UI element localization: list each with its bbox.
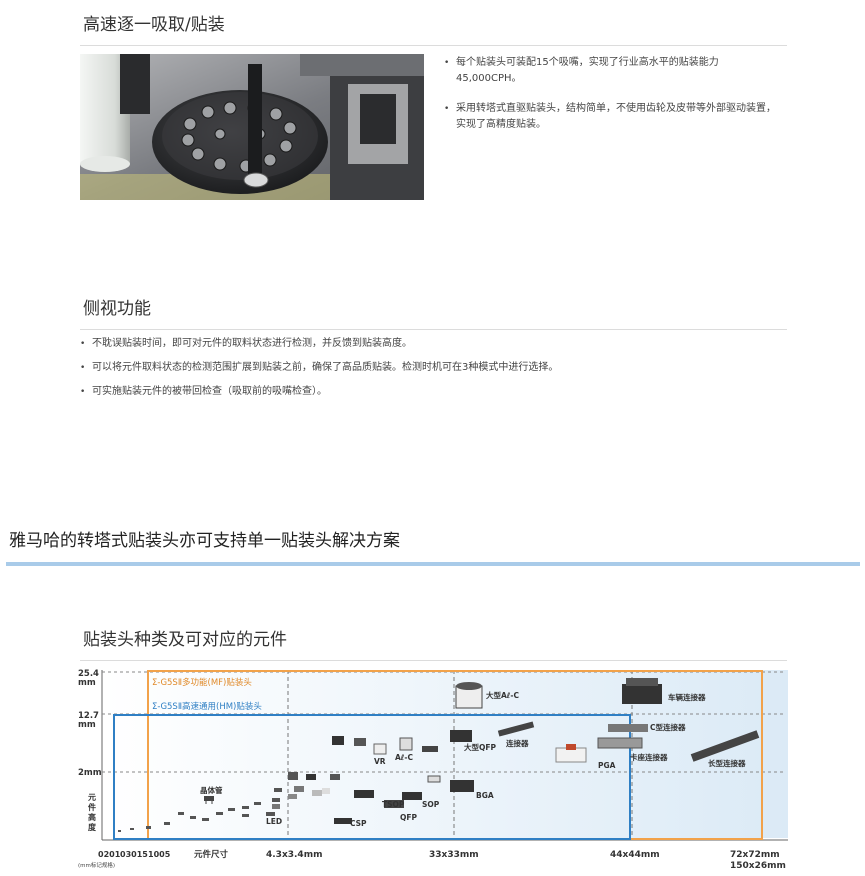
label-long-connector: 长型连接器 xyxy=(708,758,746,768)
label-qfp: QFP xyxy=(400,813,417,822)
list-item: 每个贴装头可装配15个吸嘴，实现了行业高水平的贴装能力45,000CPH。 xyxy=(444,55,784,87)
big-alc-icon xyxy=(455,682,483,709)
card-connector-icon xyxy=(597,737,643,749)
vr-alc-group xyxy=(288,736,438,799)
x-tick-4x3: 4.3x3.4mm xyxy=(266,850,322,860)
big-qfp-icon xyxy=(450,730,472,742)
plot-area xyxy=(102,670,788,838)
list-item: 可实施贴装元件的被带回检查（吸取前的吸嘴检查）。 xyxy=(80,384,780,400)
section-divider xyxy=(80,660,787,661)
label-alc: Aℓ-C xyxy=(395,753,413,762)
section-title-head-types: 贴装头种类及可对应的元件 xyxy=(83,630,287,650)
x-tick-03015: 03015 xyxy=(120,850,148,859)
section-divider xyxy=(80,329,787,330)
mounting-head-photo xyxy=(80,54,424,200)
small-chip-components xyxy=(118,788,282,832)
x-tick-33: 33x33mm xyxy=(429,850,479,860)
hm-legend-label: Σ-G5SⅡ高速通用(HM)贴装头 xyxy=(152,701,262,712)
hm-head-range xyxy=(113,714,631,840)
section-divider xyxy=(80,45,787,46)
x-tick-72: 72x72mm xyxy=(730,850,780,860)
list-item: 可以将元件取料状态的检测范围扩展到贴装之前，确保了高品质贴装。检测时机可在3种模… xyxy=(80,360,780,376)
component-coverage-diagram: Σ-G5SⅡ多功能(MF)贴装头 Σ-G5SⅡ高速通用(HM)贴装头 25.4 … xyxy=(78,662,790,872)
svg-text:件: 件 xyxy=(88,802,96,812)
label-led: LED xyxy=(266,817,282,826)
pga-icon xyxy=(555,744,587,763)
car-connector-icon xyxy=(622,678,662,704)
label-pga: PGA xyxy=(598,761,616,770)
connector-icon xyxy=(497,721,535,737)
ic-packages xyxy=(334,775,474,824)
list-item: 采用转塔式直驱贴装头，结构简单，不使用齿轮及皮带等外部驱动装置，实现了高精度贴装… xyxy=(444,101,784,133)
x-note: (mm标记规格) xyxy=(78,861,115,869)
banner-underline xyxy=(6,562,860,566)
svg-text:元: 元 xyxy=(88,793,96,802)
y-tick-2mm: 2mm xyxy=(78,768,102,778)
label-csp: CSP xyxy=(350,819,367,828)
led-icon xyxy=(272,804,280,809)
transistor-icon xyxy=(204,796,214,804)
label-connector: 连接器 xyxy=(506,738,529,748)
label-transistor: 晶体管 xyxy=(200,785,223,795)
y-tick-12-7: 12.7 xyxy=(78,711,99,721)
mf-legend-label: Σ-G5SⅡ多功能(MF)贴装头 xyxy=(152,677,252,688)
label-vr: VR xyxy=(374,757,386,766)
label-card-connector: 卡座连接器 xyxy=(630,752,668,762)
y-tick-25-4: 25.4 xyxy=(78,669,99,679)
label-c-connector: C型连接器 xyxy=(650,722,686,732)
section-title-side-view: 侧视功能 xyxy=(83,299,151,319)
c-connector-icon xyxy=(608,724,648,732)
list-item: 不耽误贴装时间，即可对元件的取料状态进行检测，并反馈到贴装高度。 xyxy=(80,336,780,352)
x-tick-0201: 0201 xyxy=(98,850,121,859)
label-big-alc: 大型Aℓ-C xyxy=(486,690,519,700)
x-axis-label: 元件尺寸 xyxy=(194,849,229,860)
x-tick-150: 150x26mm xyxy=(730,861,786,871)
label-car-connector: 车辆连接器 xyxy=(668,692,706,702)
svg-text:度: 度 xyxy=(88,822,97,832)
long-connector-icon xyxy=(690,730,760,762)
section-title-high-speed: 高速逐一吸取/贴装 xyxy=(83,15,225,35)
x-tick-44: 44x44mm xyxy=(610,850,660,860)
label-sop: SOP xyxy=(422,800,440,809)
y-tick-25-4-unit: mm xyxy=(78,678,96,688)
side-view-feature-list: 不耽误贴装时间，即可对元件的取料状态进行检测，并反馈到贴装高度。 可以将元件取料… xyxy=(80,336,780,408)
label-big-qfp: 大型QFP xyxy=(464,742,496,752)
high-speed-feature-list: 每个贴装头可装配15个吸嘴，实现了行业高水平的贴装能力45,000CPH。 采用… xyxy=(444,55,784,141)
banner-title: 雅马哈的转塔式贴装头亦可支持单一贴装头解决方案 xyxy=(9,531,400,551)
label-bga: BGA xyxy=(476,791,494,800)
label-tsop: TSOP xyxy=(382,800,405,809)
svg-text:高: 高 xyxy=(88,812,96,822)
x-tick-1005: 1005 xyxy=(148,850,171,859)
y-tick-12-7-unit: mm xyxy=(78,720,96,730)
